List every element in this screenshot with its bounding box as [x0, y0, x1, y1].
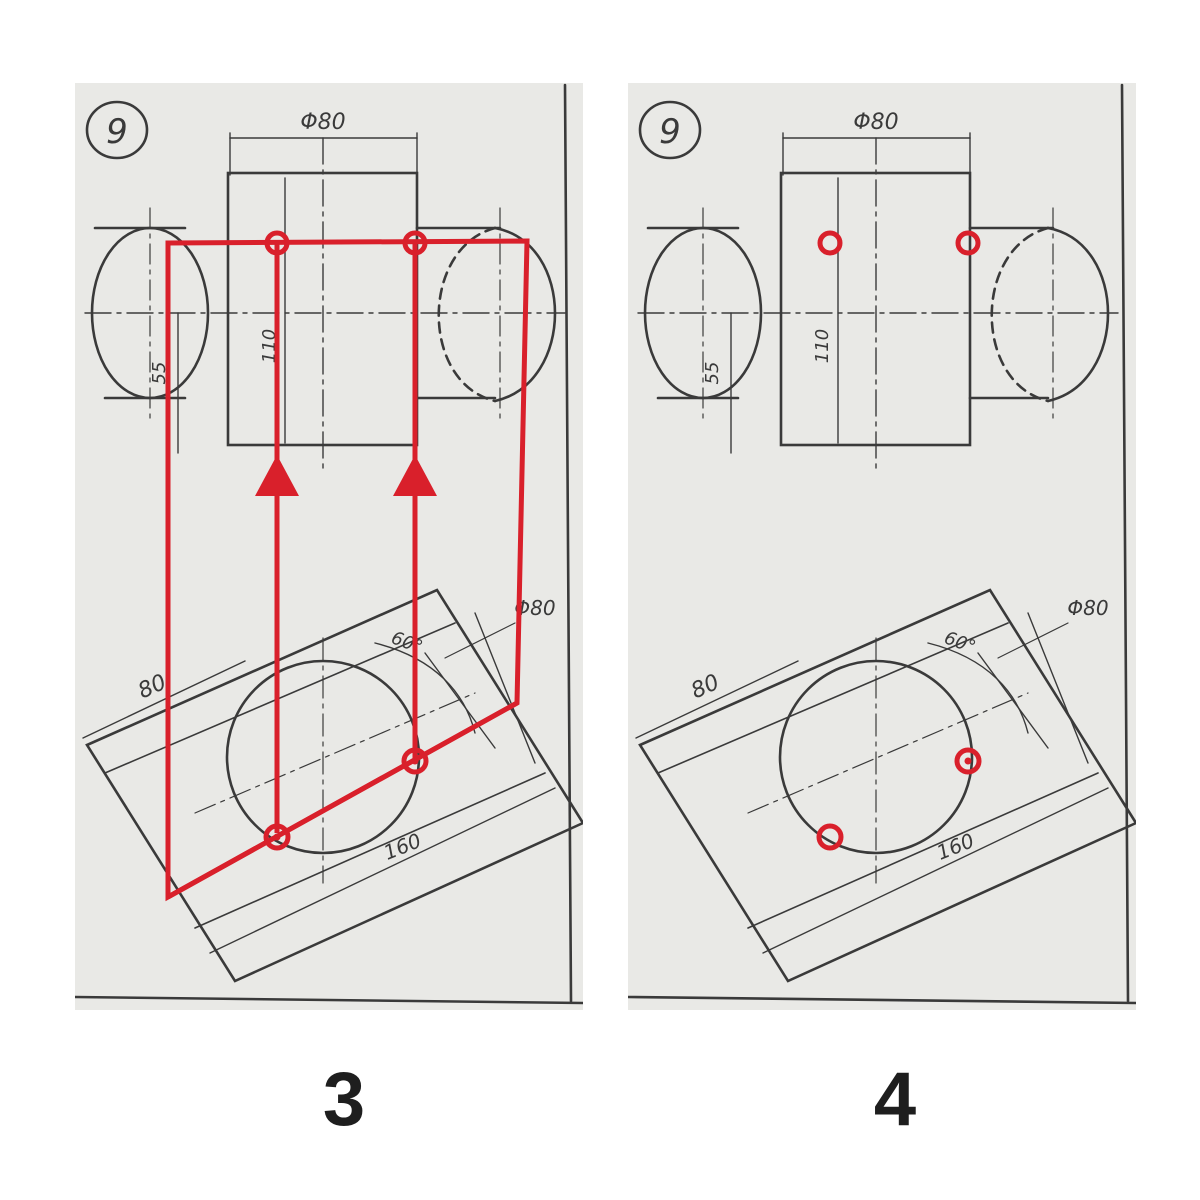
- dim-label-angle: 60°: [388, 628, 425, 659]
- dim-label-55: 55: [149, 362, 170, 385]
- arrow-up-icon: [393, 455, 437, 496]
- projection-base-line: [166, 700, 519, 900]
- dim-label-diameter-bottom: Φ80: [1067, 596, 1108, 620]
- dim-label-110: 110: [812, 329, 833, 363]
- point-marker-top-left: [817, 230, 843, 256]
- hole-circle: [778, 659, 974, 855]
- drawing-panel-step-3: 9 Φ80 55 110 80 60° Φ80 160: [75, 83, 583, 1010]
- sheet-border-right: [1120, 83, 1130, 1003]
- pencil-drawing: 9 Φ80 55 110 80 60° Φ80 160: [75, 83, 583, 1005]
- dim-label-diameter-top: Φ80: [300, 110, 345, 135]
- point-marker-bottom-right: [954, 747, 982, 775]
- dim-line-160: [209, 787, 556, 954]
- drawing-panel-step-4: 9 Φ80 55 110 80 60° Φ80 160: [628, 83, 1136, 1010]
- sheet-number-circle: [85, 100, 149, 160]
- dim-label-160: 160: [933, 828, 977, 865]
- sheet-number: 9: [106, 112, 128, 152]
- step-label-3: 3: [322, 1057, 366, 1142]
- dim-label-diameter-top: Φ80: [853, 110, 898, 135]
- point-markers: [816, 230, 982, 851]
- point-marker-top-right: [955, 230, 981, 256]
- point-marker-bottom-left: [816, 823, 844, 851]
- dim-label-160: 160: [380, 828, 424, 865]
- point-marker-top-right: [402, 230, 428, 256]
- tilted-view-outline: [638, 588, 1136, 983]
- sheet-border-bottom: [628, 995, 1136, 1005]
- point-marker-bottom-right: [401, 747, 429, 775]
- sheet-number: 9: [659, 112, 681, 152]
- cylinder-right-hidden: [437, 226, 497, 403]
- tilted-view-outline: [85, 588, 583, 983]
- step-label-4: 4: [873, 1057, 917, 1142]
- dim-label-angle: 60°: [941, 628, 978, 659]
- pencil-drawing: 9 Φ80 55 110 80 60° Φ80 160: [628, 83, 1136, 1005]
- cylinder-right-outline: [1046, 226, 1110, 403]
- cylinder-right-hidden: [990, 226, 1050, 403]
- dim-line-80: [82, 660, 246, 739]
- dim-label-55: 55: [702, 362, 723, 385]
- sheet-border-bottom: [75, 995, 583, 1005]
- arrow-up-icon: [255, 455, 299, 496]
- point-marker-bottom-left: [263, 823, 291, 851]
- construction-overlay: [165, 230, 530, 902]
- sheet-border-right: [563, 83, 573, 1003]
- sheet-number-circle: [638, 100, 702, 160]
- point-marker-top-left: [264, 230, 290, 256]
